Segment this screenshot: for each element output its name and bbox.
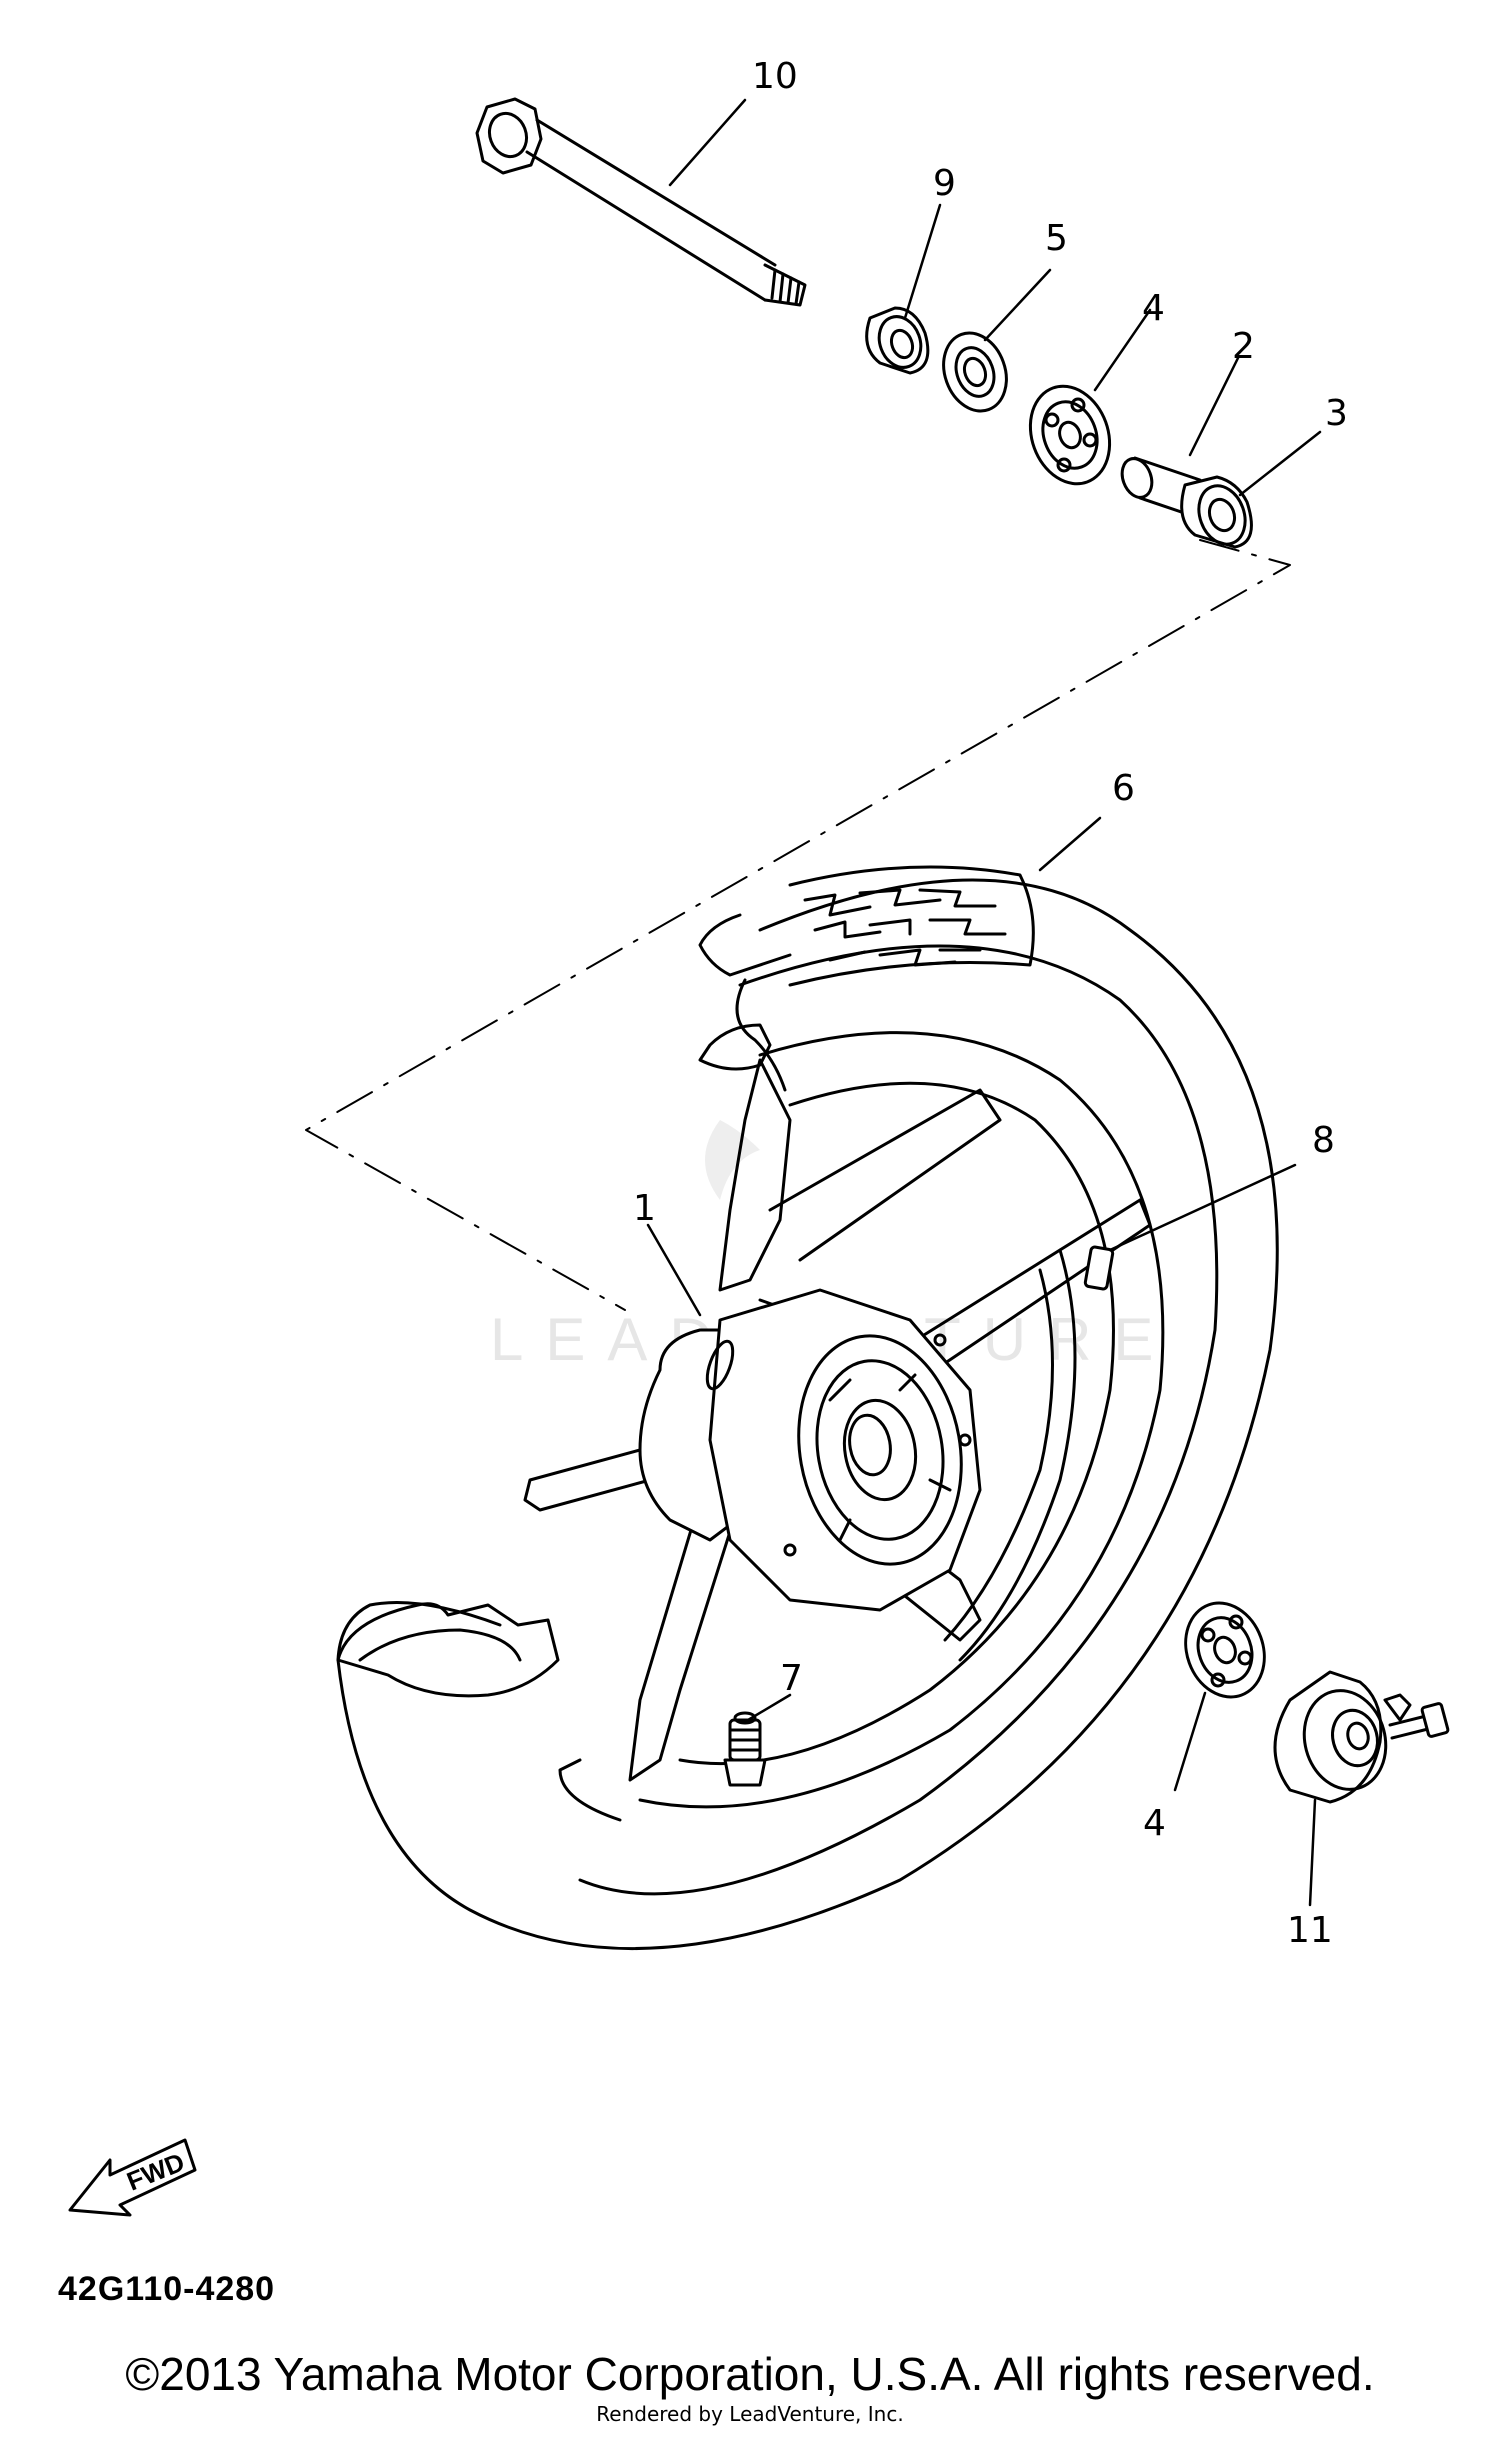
balance-weight-part-8 (1083, 1245, 1115, 1291)
callout-4-upper: 4 (1142, 288, 1165, 329)
bearing-part-4-upper (1028, 384, 1112, 486)
callout-5: 5 (1045, 218, 1068, 259)
copyright-notice: ©2013 Yamaha Motor Corporation, U.S.A. A… (125, 2348, 1375, 2400)
oil-seal-part-5 (942, 331, 1008, 413)
callout-10: 10 (752, 56, 798, 97)
collar-part-9 (865, 306, 930, 375)
rendered-by-notice: Rendered by LeadVenture, Inc. (596, 2402, 904, 2426)
callout-9: 9 (933, 163, 956, 204)
tire-part-6 (336, 865, 1279, 1950)
spacer-part-2 (1120, 456, 1207, 522)
hub-part-1 (638, 1288, 982, 1612)
callout-2: 2 (1232, 326, 1255, 367)
callout-8: 8 (1312, 1120, 1335, 1161)
callout-7: 7 (780, 1658, 803, 1699)
fwd-arrow-icon (68, 2138, 197, 2217)
leader-lines (646, 98, 1322, 1907)
callout-1: 1 (633, 1188, 656, 1229)
valve-part-7 (723, 1711, 767, 1787)
diagram-code: 42G110-4280 (58, 2270, 276, 2308)
gear-unit-part-11 (1273, 1670, 1450, 1804)
callout-6: 6 (1112, 768, 1135, 809)
assembly-dash-line (305, 539, 1291, 1311)
callout-4-lower: 4 (1143, 1803, 1166, 1844)
rim (558, 1031, 1165, 1822)
callout-3: 3 (1325, 393, 1348, 434)
collar-part-3 (1180, 475, 1253, 549)
bearing-part-4-lower (1184, 1601, 1266, 1699)
callout-11: 11 (1287, 1910, 1333, 1951)
axle-part-10 (475, 97, 807, 307)
